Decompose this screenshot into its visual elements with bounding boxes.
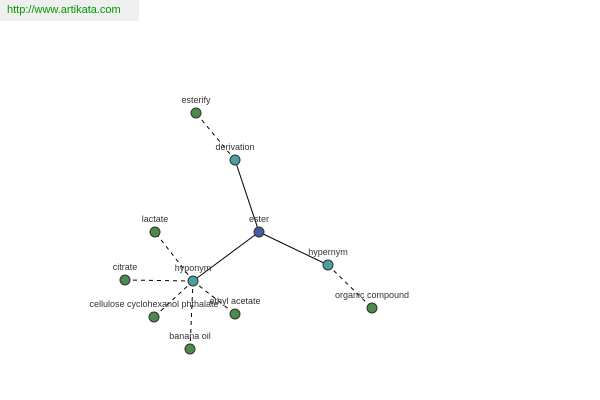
node-derivation[interactable]: derivation [215, 142, 255, 166]
edge-derivation-esterify [195, 112, 236, 161]
node-hyponym[interactable]: hyponym [175, 263, 212, 287]
node-ethyl[interactable]: ethyl acetate [209, 296, 261, 320]
node-circle-citrate[interactable] [119, 274, 131, 286]
node-label-cellulose[interactable]: cellulose cyclohexanol phthalate [89, 299, 218, 309]
node-organic[interactable]: organic compound [335, 290, 409, 314]
node-label-citrate[interactable]: citrate [113, 262, 138, 272]
node-label-derivation[interactable]: derivation [215, 142, 254, 152]
node-label-ester[interactable]: ester [249, 214, 269, 224]
node-label-ethyl[interactable]: ethyl acetate [209, 296, 260, 306]
node-hypernym[interactable]: hypernym [308, 247, 348, 271]
edge-ester-derivation [234, 159, 260, 233]
node-lactate[interactable]: lactate [142, 214, 169, 238]
node-circle-hypernym[interactable] [322, 259, 334, 271]
edge-hyponym-ethyl [192, 280, 236, 315]
node-circle-esterify[interactable] [190, 107, 202, 119]
node-circle-ester[interactable] [253, 226, 265, 238]
node-circle-banana[interactable] [184, 343, 196, 355]
node-label-hypernym[interactable]: hypernym [308, 247, 348, 257]
graph-nodes: ester derivation hyponym hypernym esterify la… [89, 95, 409, 355]
edge-hyponym-lactate [154, 231, 194, 282]
node-label-lactate[interactable]: lactate [142, 214, 169, 224]
node-circle-hyponym[interactable] [187, 275, 199, 287]
node-label-hyponym[interactable]: hyponym [175, 263, 212, 273]
node-label-organic[interactable]: organic compound [335, 290, 409, 300]
node-circle-ethyl[interactable] [229, 308, 241, 320]
edge-hyponym-citrate [124, 279, 194, 282]
url-bar: http://www.artikata.com [0, 0, 139, 21]
node-circle-lactate[interactable] [149, 226, 161, 238]
node-cellulose[interactable]: cellulose cyclohexanol phthalate [89, 299, 219, 323]
node-label-banana[interactable]: banana oil [169, 331, 211, 341]
edge-ester-hypernym [258, 231, 329, 266]
node-circle-cellulose[interactable] [148, 311, 160, 323]
node-ester[interactable]: ester [249, 214, 269, 238]
edge-hyponym-banana [189, 280, 194, 350]
node-citrate[interactable]: citrate [113, 262, 138, 286]
node-circle-organic[interactable] [366, 302, 378, 314]
node-banana[interactable]: banana oil [169, 331, 211, 355]
edge-ester-hyponym [192, 231, 260, 282]
edge-hypernym-organic [327, 264, 373, 309]
node-label-esterify[interactable]: esterify [181, 95, 211, 105]
edge-hyponym-cellulose [153, 280, 194, 318]
site-url-link[interactable]: http://www.artikata.com [7, 4, 121, 16]
graph-edges [124, 112, 373, 350]
node-circle-derivation[interactable] [229, 154, 241, 166]
node-esterify[interactable]: esterify [181, 95, 211, 119]
